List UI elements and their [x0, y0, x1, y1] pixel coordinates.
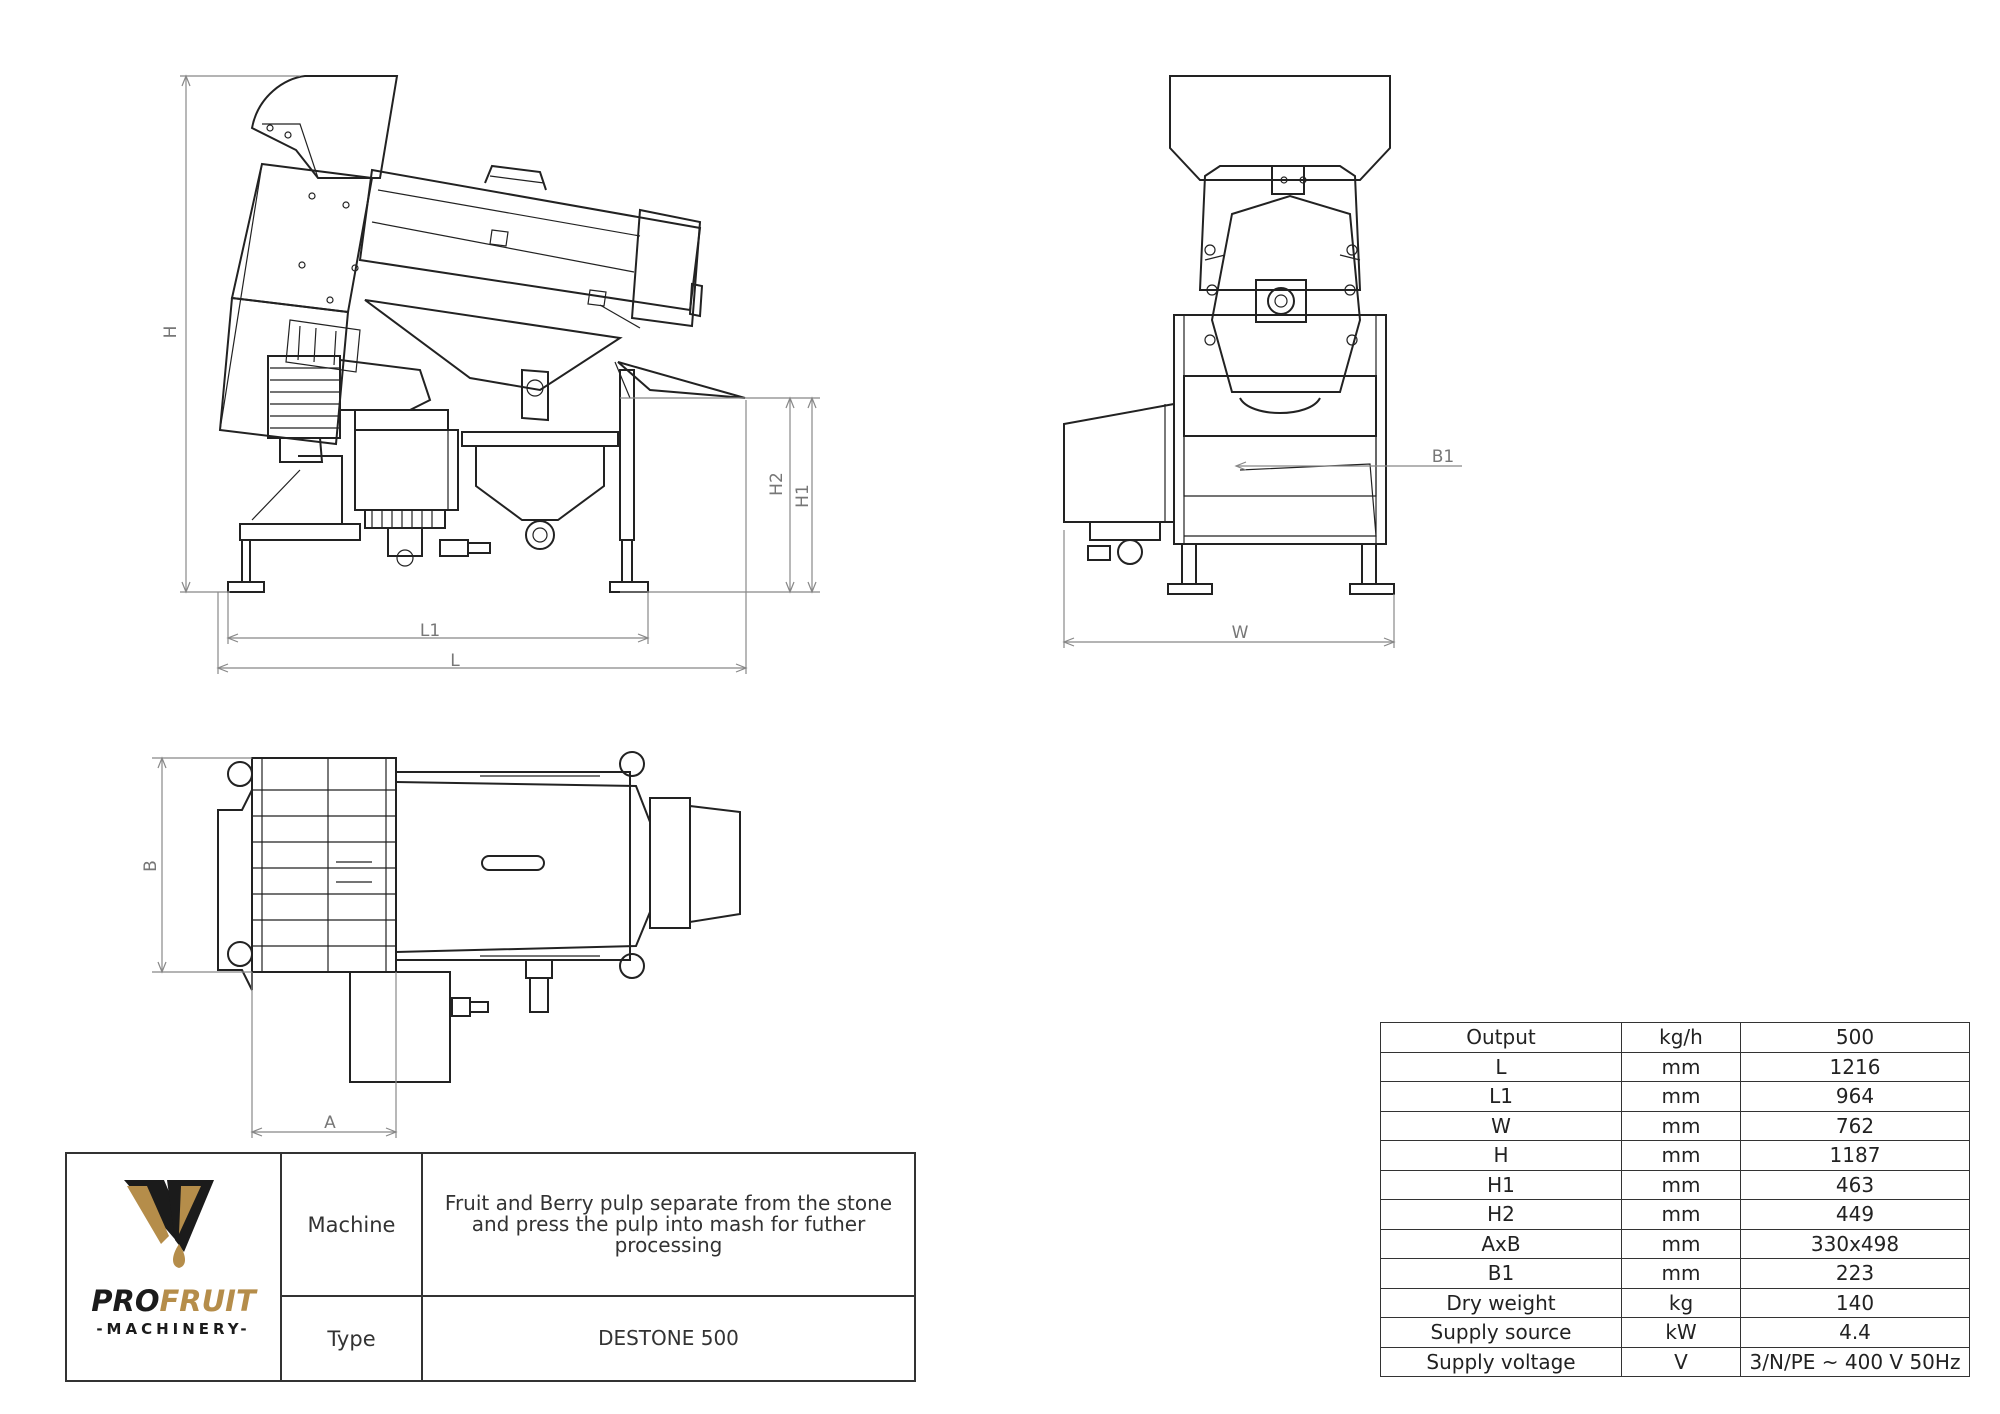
- brand-fruit: FRUIT: [159, 1284, 256, 1318]
- brand-subtitle: -MACHINERY-: [96, 1320, 251, 1338]
- spec-value: 4.4: [1740, 1317, 1970, 1348]
- spec-unit: mm: [1621, 1140, 1741, 1171]
- spec-param: Supply source: [1380, 1317, 1622, 1348]
- spec-param: Supply voltage: [1380, 1346, 1622, 1377]
- front-view-dimensions: [1062, 461, 1462, 648]
- machine-label: Machine: [282, 1154, 423, 1297]
- profruit-logo-icon: [124, 1180, 214, 1268]
- spec-param: Output: [1380, 1022, 1622, 1053]
- type-value: DESTONE 500: [598, 1326, 739, 1350]
- spec-unit: mm: [1621, 1169, 1741, 1200]
- spec-value: 140: [1740, 1287, 1970, 1318]
- dim-label-a: A: [324, 1113, 336, 1133]
- logo-cell: PROFRUIT -MACHINERY-: [67, 1154, 282, 1380]
- spec-value: 223: [1740, 1258, 1970, 1289]
- spec-param: H2: [1380, 1199, 1622, 1230]
- front-view: [1063, 75, 1395, 595]
- type-label: Type: [282, 1297, 423, 1380]
- dim-label-b1: B1: [1432, 447, 1454, 467]
- spec-unit: mm: [1621, 1110, 1741, 1141]
- dim-label-h2: H2: [767, 472, 787, 496]
- dim-label-l1: L1: [420, 621, 440, 641]
- spec-param: W: [1380, 1110, 1622, 1141]
- title-block: PROFRUIT -MACHINERY- Machine Fruit and B…: [65, 1152, 916, 1382]
- spec-param: H: [1380, 1140, 1622, 1171]
- spec-unit: mm: [1621, 1081, 1741, 1112]
- spec-unit: kg: [1621, 1287, 1741, 1318]
- spec-param: H1: [1380, 1169, 1622, 1200]
- brand-pro: PRO: [91, 1284, 160, 1318]
- side-view: [218, 75, 746, 593]
- spec-param: AxB: [1380, 1228, 1622, 1259]
- spec-value: 3/N/PE ~ 400 V 50Hz: [1740, 1346, 1970, 1377]
- spec-value: 964: [1740, 1081, 1970, 1112]
- dim-label-b: B: [141, 860, 161, 872]
- spec-value: 330x498: [1740, 1228, 1970, 1259]
- spec-param: L1: [1380, 1081, 1622, 1112]
- spec-param: B1: [1380, 1258, 1622, 1289]
- spec-param: Dry weight: [1380, 1287, 1622, 1318]
- spec-value: 449: [1740, 1199, 1970, 1230]
- spec-unit: mm: [1621, 1258, 1741, 1289]
- spec-value: 762: [1740, 1110, 1970, 1141]
- dim-label-l: L: [450, 651, 460, 671]
- machine-description: Fruit and Berry pulp separate from the s…: [423, 1154, 914, 1297]
- side-view-dimensions: [180, 74, 820, 674]
- brand-name: PROFRUIT: [67, 1284, 280, 1318]
- spec-value: 463: [1740, 1169, 1970, 1200]
- dim-label-w: W: [1232, 623, 1249, 643]
- top-view: [217, 751, 741, 1083]
- spec-unit: mm: [1621, 1228, 1741, 1259]
- dim-label-h1: H1: [793, 484, 813, 508]
- spec-param: L: [1380, 1051, 1622, 1082]
- spec-unit: mm: [1621, 1051, 1741, 1082]
- spec-unit: V: [1621, 1346, 1741, 1377]
- spec-unit: kg/h: [1621, 1022, 1741, 1053]
- dim-label-h: H: [161, 326, 181, 339]
- spec-unit: kW: [1621, 1317, 1741, 1348]
- spec-unit: mm: [1621, 1199, 1741, 1230]
- spec-value: 500: [1740, 1022, 1970, 1053]
- top-view-dimensions: [152, 756, 398, 1138]
- spec-value: 1187: [1740, 1140, 1970, 1171]
- spec-value: 1216: [1740, 1051, 1970, 1082]
